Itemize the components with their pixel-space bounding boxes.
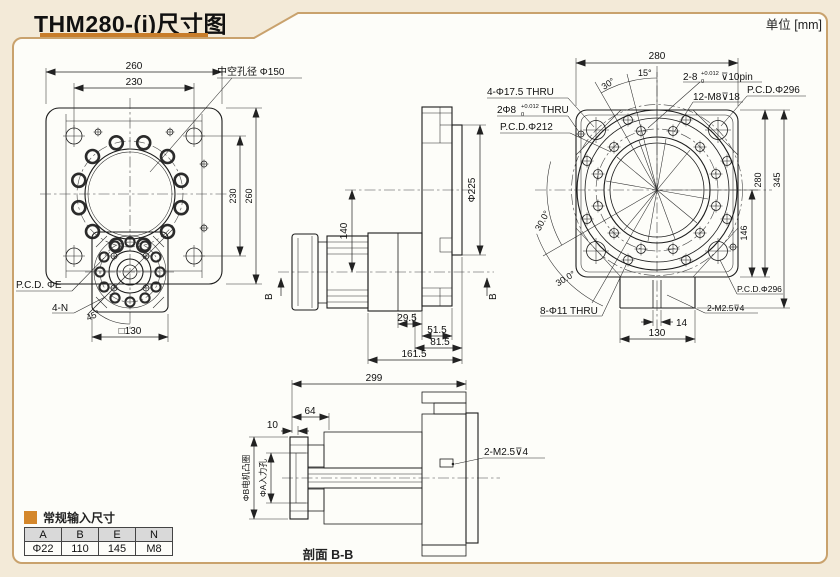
dim-plate-height: 260 bbox=[244, 188, 254, 203]
dim-plate-width: 260 bbox=[126, 61, 143, 72]
rear-view: 280 15° 30° 30.0° 30.0° 4-Φ17.5 THRU 2Φ8… bbox=[487, 51, 806, 343]
dim-81-5: 81.5 bbox=[430, 337, 450, 348]
dowel-pins-prefix: 2-8 bbox=[683, 72, 698, 83]
pin-holes-tol-sup: +0.012 bbox=[521, 104, 539, 110]
spec-table: A B E N Φ22 110 145 M8 bbox=[24, 527, 173, 556]
dim-total-height: 345 bbox=[772, 172, 782, 187]
section-caption: 剖面 B-B bbox=[302, 548, 354, 562]
dim-body-width: 280 bbox=[649, 51, 666, 62]
dim-lip: 10 bbox=[267, 420, 279, 431]
spec-header-e: E bbox=[98, 527, 136, 542]
dim-overall-length: 299 bbox=[366, 373, 383, 384]
pcd-e-label: P.C.D. ΦE bbox=[16, 280, 62, 291]
spec-header-b: B bbox=[61, 527, 99, 542]
dim-hole-pitch: 230 bbox=[126, 77, 143, 88]
motor-boss-label: ΦB电机凸圈 bbox=[241, 455, 251, 501]
pin-holes-tol-sub: 0 bbox=[521, 112, 524, 118]
title-underline bbox=[40, 33, 208, 37]
front-view: 260 230 230 260 中空孔径 Φ150 P.C.D. ΦE 4-N … bbox=[16, 61, 302, 342]
hollow-bore-label: 中空孔径 Φ150 bbox=[217, 65, 285, 78]
section-set-screws-label: 2-M2.5⊽4 bbox=[484, 447, 528, 458]
pin-holes-prefix: 2Φ8 bbox=[497, 105, 517, 116]
pcd-296-top-label: P.C.D.Φ296 bbox=[747, 85, 800, 96]
dim-axis-offset: 140 bbox=[339, 222, 350, 239]
dim-slot-width: 14 bbox=[676, 318, 688, 329]
tapped-holes-label: 12-M8⊽18 bbox=[693, 92, 740, 103]
drawing-title: THM280-(i)尺寸图 bbox=[34, 11, 228, 37]
section-arrow-right: B bbox=[488, 293, 499, 300]
orange-bullet-icon bbox=[24, 511, 37, 524]
spec-value-b: 110 bbox=[61, 541, 99, 556]
dim-pedestal-width: 130 bbox=[649, 328, 666, 339]
spec-header-row: A B E N bbox=[24, 527, 173, 542]
dim-51-5: 51.5 bbox=[427, 325, 447, 336]
input-hole-label: ΦA入力孔 bbox=[258, 459, 268, 497]
spec-value-row: Φ22 110 145 M8 bbox=[24, 541, 173, 556]
dowel-pins-suffix: ⊽10pin bbox=[721, 72, 753, 83]
dim-161-5: 161.5 bbox=[401, 349, 426, 360]
section-view: 299 64 10 ΦB电机凸圈 ΦA入力孔 2-M2.5⊽4 bbox=[241, 373, 545, 557]
spec-value-e: 145 bbox=[98, 541, 136, 556]
pcd-212-label: P.C.D.Φ212 bbox=[500, 122, 553, 133]
pin-holes-suffix: THRU bbox=[541, 105, 569, 116]
corner-holes-label: 4-Φ17.5 THRU bbox=[487, 87, 554, 98]
dowel-pins-tol-sup: +0.012 bbox=[701, 71, 719, 77]
side-view: B B 140 Φ225 29.5 51.5 81.5 161.5 bbox=[264, 106, 499, 364]
spec-value-n: M8 bbox=[135, 541, 173, 556]
dim-body-height: 280 bbox=[753, 172, 763, 187]
dim-hole-pitch-v: 230 bbox=[228, 188, 238, 203]
spec-value-a: Φ22 bbox=[24, 541, 62, 556]
dim-center-to-bottom: 146 bbox=[739, 225, 749, 240]
spec-table-heading: 常规输入尺寸 bbox=[24, 509, 115, 526]
unit-label: 单位 [mm] bbox=[765, 18, 822, 32]
set-screws-label: 2-M2.5⊽4 bbox=[707, 303, 745, 313]
dim-29-5: 29.5 bbox=[397, 313, 417, 324]
motor-square-label: □130 bbox=[119, 326, 142, 337]
pcd-296-bottom-label: P.C.D.Φ296 bbox=[737, 284, 782, 294]
motor-holes-label: 4-N bbox=[52, 303, 68, 314]
dim-flange-dia: Φ225 bbox=[467, 177, 478, 202]
section-arrow-left: B bbox=[264, 293, 275, 300]
spec-heading-text: 常规输入尺寸 bbox=[43, 511, 116, 525]
spec-header-a: A bbox=[24, 527, 62, 542]
dim-boss-length: 64 bbox=[304, 406, 316, 417]
bottom-holes-label: 8-Φ11 THRU bbox=[540, 306, 598, 317]
spec-header-n: N bbox=[135, 527, 173, 542]
angle-15-label: 15° bbox=[638, 68, 652, 78]
sheet-border bbox=[12, 12, 828, 564]
